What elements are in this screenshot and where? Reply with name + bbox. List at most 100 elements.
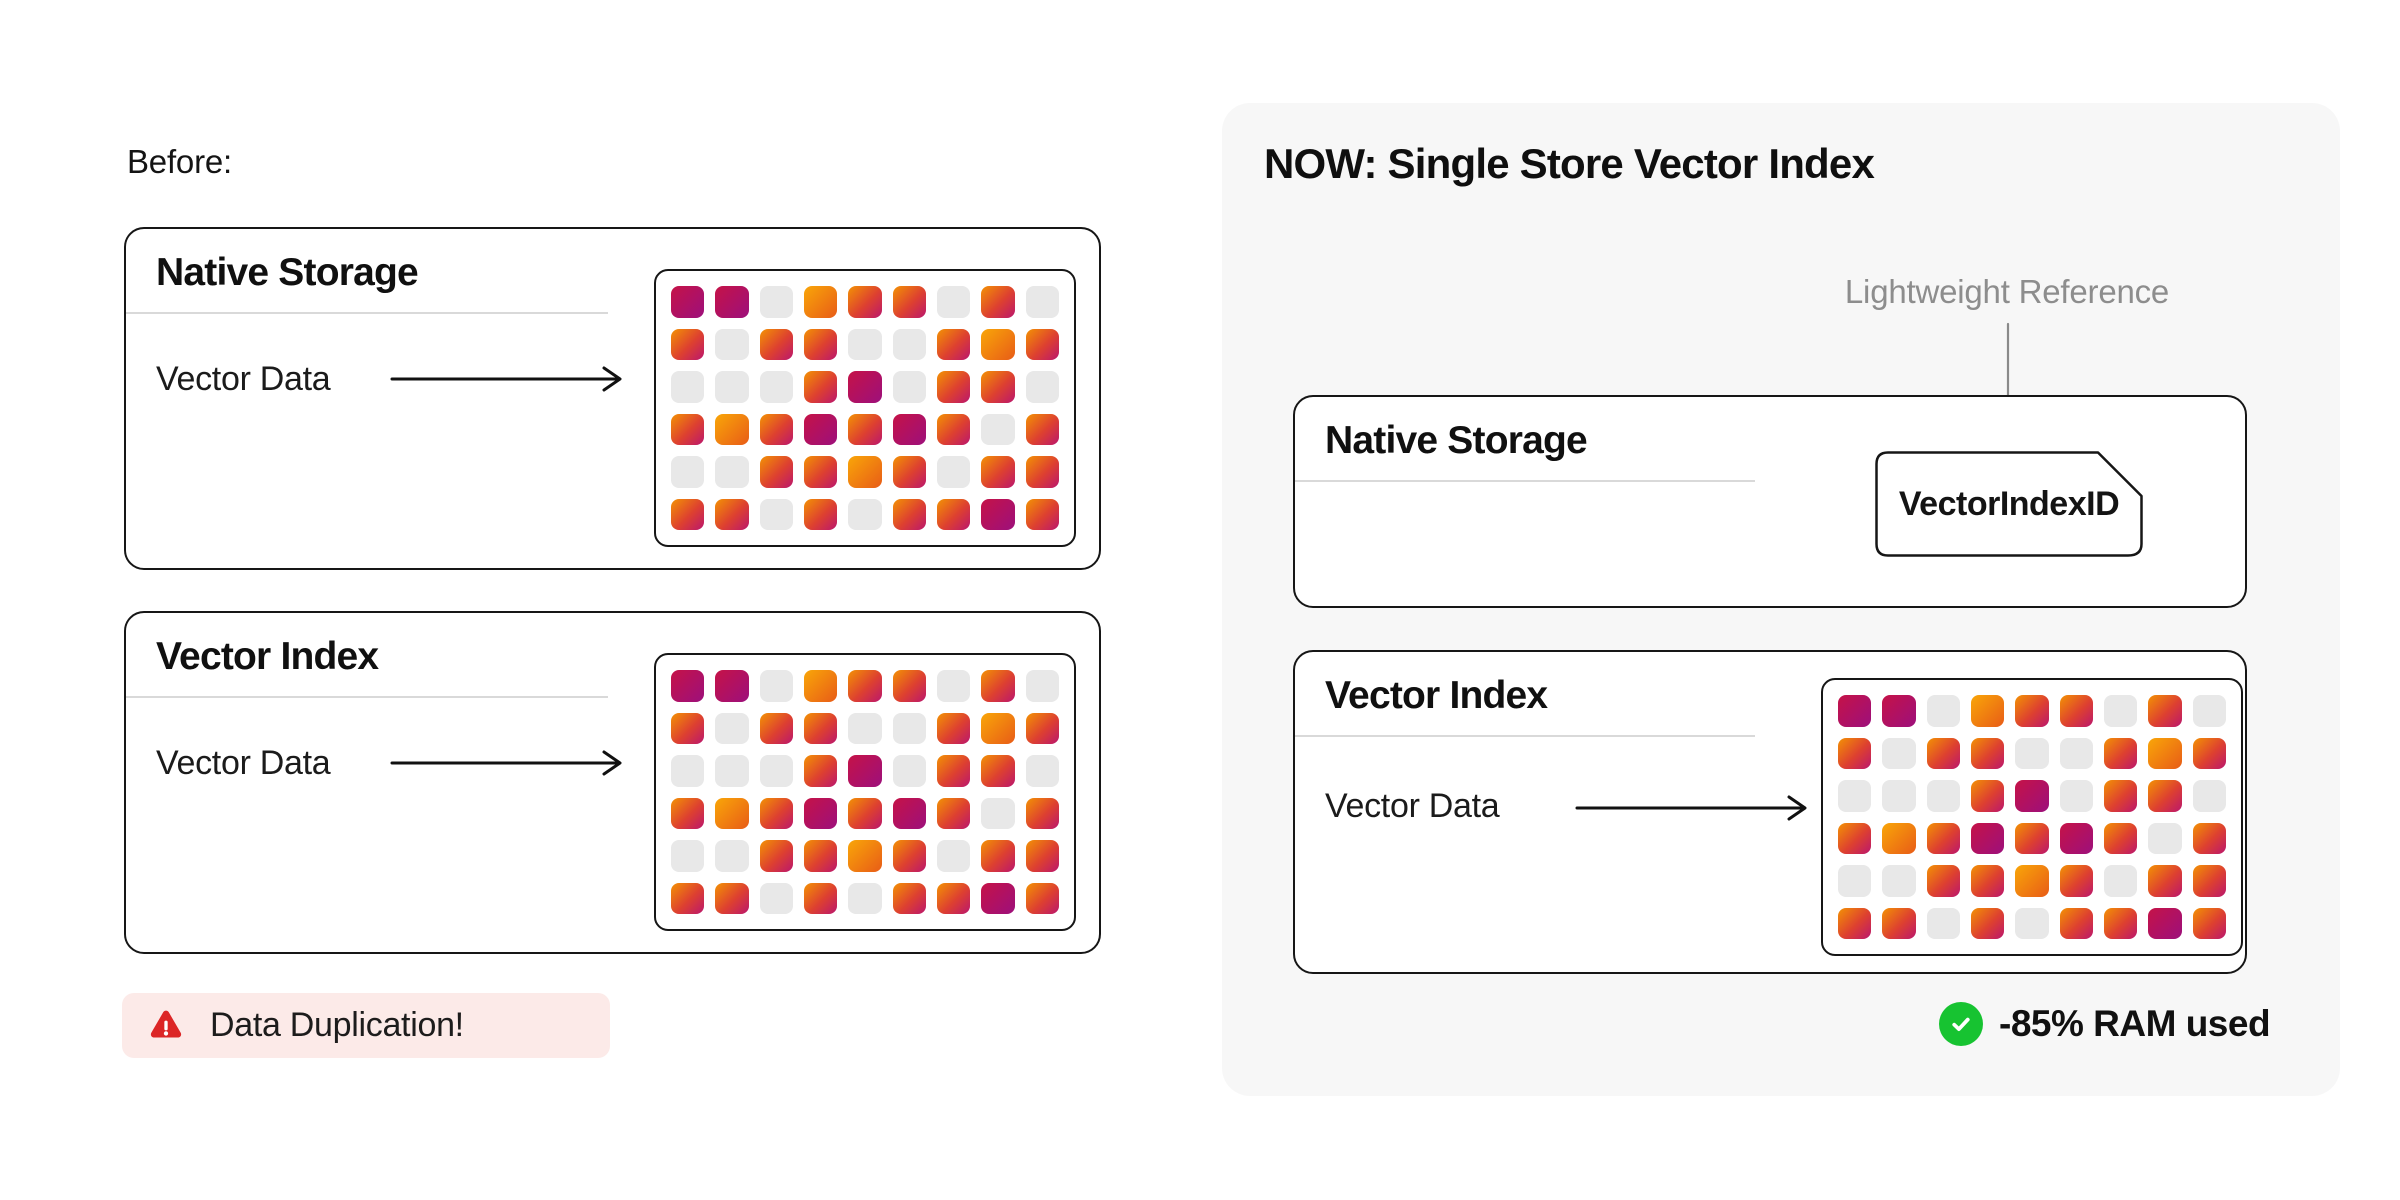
vector-cell-empty xyxy=(671,840,705,872)
vector-cell-empty xyxy=(715,840,749,872)
vector-cell-gradient xyxy=(2015,695,2049,727)
vector-cell-orange xyxy=(981,328,1015,360)
vector-cell-gradient xyxy=(2192,907,2226,939)
vector-cell-gradient xyxy=(2059,865,2093,897)
vector-cell-gradient xyxy=(803,328,838,360)
vector-cell-empty xyxy=(1838,780,1872,812)
vector-cell-empty xyxy=(936,456,971,488)
vector-cell-gradient xyxy=(1970,780,2005,812)
ram-stat: -85% RAM used xyxy=(1939,1002,2271,1046)
vector-cell-empty xyxy=(759,755,793,787)
vector-cell-empty xyxy=(715,755,749,787)
vector-index-card-now: Vector Index Vector Data xyxy=(1293,650,2247,974)
vector-cell-magenta xyxy=(803,797,838,829)
vector-cell-gradient xyxy=(1025,882,1059,914)
vector-cell-gradient xyxy=(671,413,705,445)
vector-cell-gradient xyxy=(892,670,926,702)
vector-cell-magenta xyxy=(2148,907,2182,939)
vector-cell-empty xyxy=(981,797,1015,829)
vector-cell-empty xyxy=(2015,737,2049,769)
vector-cell-gradient xyxy=(671,797,705,829)
vector-cell-gradient xyxy=(759,456,793,488)
vector-cell-empty xyxy=(715,712,749,744)
vector-cell-magenta xyxy=(671,670,705,702)
vector-cell-orange xyxy=(1970,695,2005,727)
vector-cell-gradient xyxy=(892,498,926,530)
vector-cell-empty xyxy=(848,328,882,360)
arrow-right-icon xyxy=(390,366,622,392)
vector-cell-gradient xyxy=(892,840,926,872)
vector-cell-gradient xyxy=(981,456,1015,488)
vector-cell-gradient xyxy=(671,328,705,360)
vector-cell-gradient xyxy=(1025,797,1059,829)
vector-cell-empty xyxy=(2103,695,2138,727)
vector-cell-gradient xyxy=(936,755,971,787)
ram-stat-text: -85% RAM used xyxy=(1999,1003,2271,1044)
vector-cell-magenta xyxy=(892,797,926,829)
vector-grid xyxy=(1821,678,2243,956)
vector-cell-empty xyxy=(936,670,971,702)
vector-cell-gradient xyxy=(2148,695,2182,727)
vector-cell-gradient xyxy=(1025,498,1059,530)
vector-cell-magenta xyxy=(2015,780,2049,812)
vector-cell-gradient xyxy=(1838,822,1872,854)
vector-cell-empty xyxy=(671,456,705,488)
vector-cell-gradient xyxy=(981,840,1015,872)
vector-cell-gradient xyxy=(1025,840,1059,872)
now-title: NOW: Single Store Vector Index xyxy=(1264,140,1875,187)
vector-cell-gradient xyxy=(759,328,793,360)
vector-cell-magenta xyxy=(1838,695,1872,727)
vector-cell-gradient xyxy=(2148,865,2182,897)
vector-cell-gradient xyxy=(759,797,793,829)
vector-cell-magenta xyxy=(803,413,838,445)
vector-cell-magenta xyxy=(981,882,1015,914)
vector-cell-gradient xyxy=(936,882,971,914)
vector-cell-empty xyxy=(848,882,882,914)
vector-cell-gradient xyxy=(981,670,1015,702)
vector-cell-gradient xyxy=(1025,712,1059,744)
vector-cell-magenta xyxy=(848,755,882,787)
vector-cell-gradient xyxy=(981,755,1015,787)
vector-cell-empty xyxy=(1882,865,1916,897)
tag-shape xyxy=(1875,451,2143,557)
vector-cell-gradient xyxy=(803,882,838,914)
arrow-right-icon xyxy=(390,750,622,776)
divider xyxy=(126,696,608,698)
vector-grid xyxy=(654,653,1076,931)
vector-cell-gradient xyxy=(2015,822,2049,854)
vector-cell-empty xyxy=(1926,695,1960,727)
arrow-right-icon xyxy=(1575,795,1807,821)
vector-cell-empty xyxy=(892,371,926,403)
card-title: Vector Index xyxy=(1325,674,1548,717)
vector-cell-gradient xyxy=(1025,456,1059,488)
vector-cell-gradient xyxy=(2103,737,2138,769)
vector-grid xyxy=(654,269,1076,547)
vector-cell-empty xyxy=(2192,695,2226,727)
vector-cell-gradient xyxy=(1926,737,1960,769)
card-title: Native Storage xyxy=(1325,419,1588,462)
vector-cell-orange xyxy=(803,286,838,318)
vector-cell-empty xyxy=(759,371,793,403)
vector-cell-gradient xyxy=(892,456,926,488)
vector-cell-gradient xyxy=(936,712,971,744)
vector-cell-empty xyxy=(759,882,793,914)
vector-cell-empty xyxy=(1882,780,1916,812)
vector-cell-empty xyxy=(715,328,749,360)
vector-cell-empty xyxy=(892,328,926,360)
vector-cell-empty xyxy=(715,456,749,488)
vector-cell-gradient xyxy=(2103,822,2138,854)
vector-cell-orange xyxy=(2015,865,2049,897)
data-duplication-warning: Data Duplication! xyxy=(122,993,610,1058)
vector-cell-orange xyxy=(803,670,838,702)
vector-cell-empty xyxy=(2059,737,2093,769)
vector-cell-gradient xyxy=(936,498,971,530)
vector-cell-gradient xyxy=(803,498,838,530)
vector-cell-empty xyxy=(892,755,926,787)
vector-cell-gradient xyxy=(803,456,838,488)
vector-cell-gradient xyxy=(671,498,705,530)
lightweight-reference-label: Lightweight Reference xyxy=(1844,273,2170,310)
vector-cell-gradient xyxy=(936,328,971,360)
vector-cell-empty xyxy=(1926,780,1960,812)
vector-cell-empty xyxy=(759,670,793,702)
vector-cell-empty xyxy=(759,286,793,318)
